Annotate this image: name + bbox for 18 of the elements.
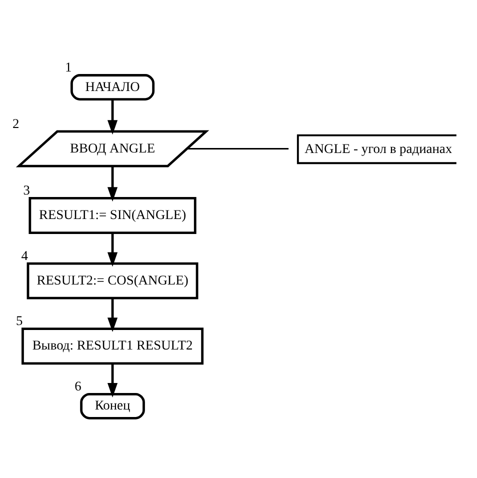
node-box: Конец	[80, 392, 145, 419]
arrow	[107, 166, 118, 202]
node-label: 5	[16, 312, 23, 328]
arrow	[107, 298, 118, 332]
node-text: ANGLE - угол в радианах	[304, 140, 452, 156]
node-box: Вывод: RESULT1 RESULT2	[22, 327, 204, 364]
node-label: 4	[21, 247, 28, 262]
node-box: RESULT2:= COS(ANGLE)	[26, 262, 198, 299]
node-label: 6	[74, 378, 82, 393]
node-box: RESULT1:= SIN(ANGLE)	[28, 196, 196, 234]
node-label: 3	[23, 182, 30, 198]
node-box: НАЧАЛО	[70, 74, 155, 100]
connector	[187, 148, 289, 149]
arrow	[107, 232, 118, 266]
arrow	[107, 363, 118, 397]
node-label: 2	[12, 115, 20, 130]
node-label: 1	[64, 59, 72, 74]
arrow	[107, 98, 118, 134]
